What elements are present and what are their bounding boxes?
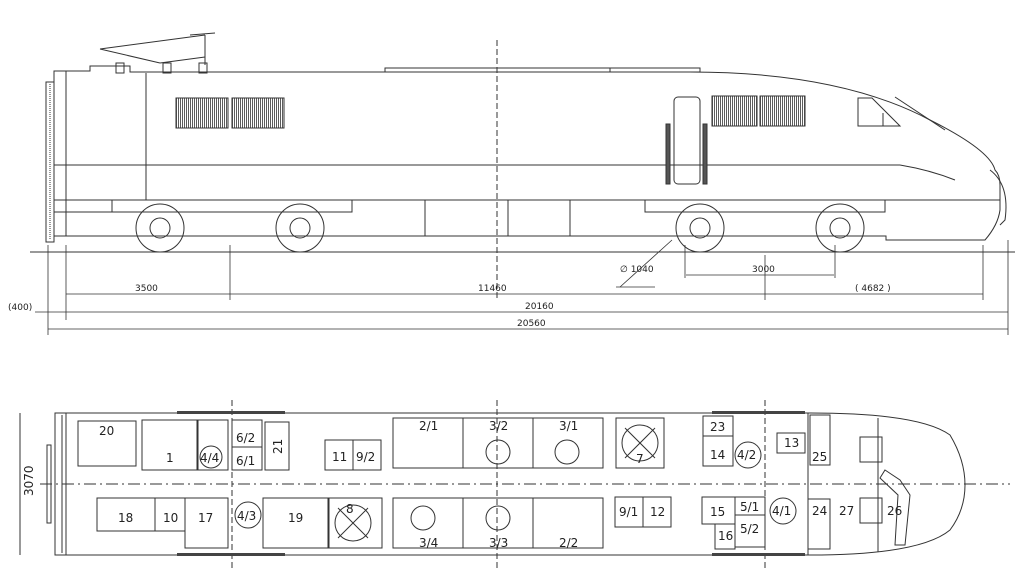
label-16: 16 [718,529,733,543]
label-11: 11 [332,450,347,464]
label-3-1: 3/1 [559,419,578,433]
component-19 [262,497,329,549]
rear-underframe [644,199,886,213]
component-24 [807,498,831,550]
side-grilles-right [711,95,806,127]
driver-console [879,469,911,546]
label-2-1: 2/1 [419,419,438,433]
wheelset-2 [275,203,325,253]
label-4-3: 4/3 [237,509,256,523]
label-21: 21 [271,439,285,454]
dim-4682: ( 4682 ) [855,284,891,294]
label-23: 23 [710,420,725,434]
label-2-2: 2/2 [559,536,578,550]
label-7: 7 [636,452,644,466]
label-18: 18 [118,511,133,525]
component-4-3 [234,501,262,529]
label-27: 27 [839,504,854,518]
side-door [673,96,701,185]
component-4-2 [734,441,762,469]
label-4-1: 4/1 [772,504,791,518]
component-12 [642,496,672,528]
component-7 [615,417,665,469]
label-3-2: 3/2 [489,419,508,433]
dim-20160: 20160 [525,302,554,312]
wheelset-3 [675,203,725,253]
dim-wheel-diameter: ∅ 1040 [620,265,654,275]
car-body-outline [53,65,1001,241]
label-13: 13 [784,436,799,450]
label-3-4: 3/4 [419,536,438,550]
label-9-1: 9/1 [619,505,638,519]
wheelset-4 [815,203,865,253]
cab-window [857,97,902,127]
label-6-1: 6/1 [236,454,255,468]
label-9-2: 9/2 [356,450,375,464]
label-3-3: 3/3 [489,536,508,550]
side-grilles-left [175,97,285,129]
dim-20560: 20560 [517,319,546,329]
component-14 [702,435,734,467]
equipment-box [424,199,571,237]
label-19: 19 [288,511,303,525]
component-6 [231,419,263,471]
wheelset-1 [135,203,185,253]
nose-tip [989,169,1007,226]
component-8 [328,497,383,549]
seat-lower [859,497,883,524]
component-2-2 [532,497,604,549]
label-26: 26 [887,504,902,518]
wheel-leader [619,239,673,288]
label-5-2: 5/2 [740,522,759,536]
dim-3000: 3000 [752,265,775,275]
front-underframe [111,199,353,213]
component-1 [141,419,198,471]
dimension-lines [35,239,1009,335]
label-8: 8 [346,502,354,516]
plan-body-outline [54,412,966,556]
seat-upper [859,436,883,463]
component-4-1 [769,497,797,525]
dim-3500: 3500 [135,284,158,294]
component-5 [734,496,766,548]
label-24: 24 [812,504,827,518]
component-3-1 [532,417,604,469]
width-dimension-label: 3070 [22,465,36,496]
dim-400: (400) [8,303,32,313]
label-20: 20 [99,424,114,438]
label-25: 25 [812,450,827,464]
label-10: 10 [163,511,178,525]
side-elevation [30,32,1015,300]
label-6-2: 6/2 [236,431,255,445]
component-4-4 [197,419,229,471]
label-12: 12 [650,505,665,519]
pantograph [99,32,216,74]
component-9-2 [352,439,382,471]
component-20 [77,420,137,467]
component-21 [264,421,290,471]
label-14: 14 [710,448,725,462]
plan-view [19,400,1010,570]
label-1: 1 [166,451,174,465]
label-15: 15 [710,505,725,519]
label-5-1: 5/1 [740,500,759,514]
component-25 [809,414,831,466]
label-17: 17 [198,511,213,525]
component-17 [184,497,229,549]
label-4-2: 4/2 [737,448,756,462]
component-13 [776,432,806,454]
dim-11460: 11460 [478,284,507,294]
label-4-4: 4/4 [200,451,219,465]
